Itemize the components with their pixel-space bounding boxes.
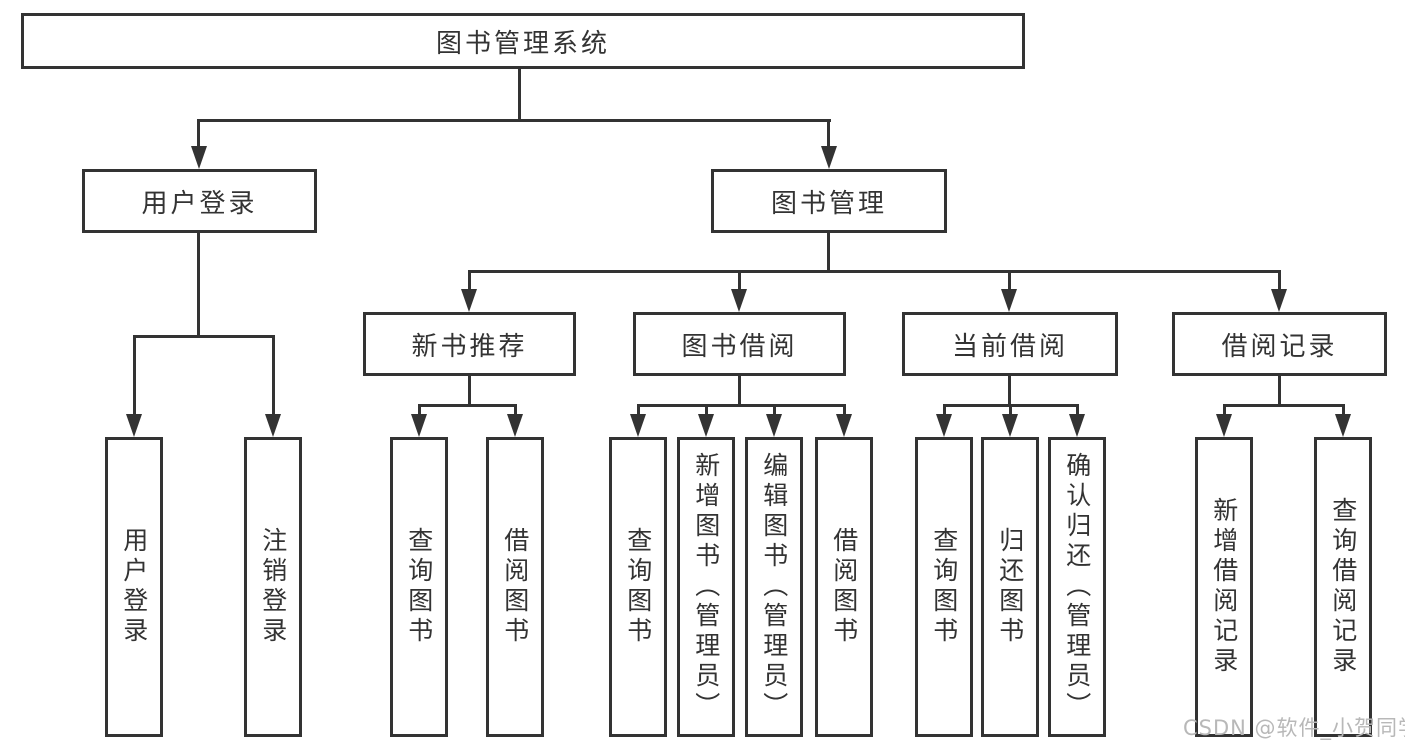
leaf-return-book: 归还图书 bbox=[981, 437, 1039, 737]
connector-line bbox=[1342, 404, 1345, 416]
arrow-down-icon bbox=[411, 414, 427, 437]
connector-line bbox=[827, 119, 830, 148]
connector-line bbox=[827, 233, 830, 273]
arrow-down-icon bbox=[126, 414, 142, 437]
connector-line bbox=[518, 66, 521, 122]
arrow-down-icon bbox=[766, 414, 782, 437]
arrow-down-icon bbox=[630, 414, 646, 437]
connector-line bbox=[843, 404, 846, 416]
connector-line bbox=[418, 404, 517, 407]
node-library-management-system: 图书管理系统 bbox=[21, 13, 1025, 69]
leaf-borrow-book-borrowing: 借阅图书 bbox=[815, 437, 873, 737]
node-book-borrowing: 图书借阅 bbox=[633, 312, 846, 376]
arrow-down-icon bbox=[265, 414, 281, 437]
leaf-add-book-admin: 新增图书（管理员） bbox=[677, 437, 735, 737]
connector-line bbox=[1223, 404, 1226, 416]
connector-line bbox=[468, 376, 471, 407]
node-new-book-recommend: 新书推荐 bbox=[363, 312, 576, 376]
connector-line bbox=[637, 404, 846, 407]
connector-line bbox=[773, 404, 776, 416]
leaf-user-login: 用户登录 bbox=[105, 437, 163, 737]
leaf-confirm-return-admin: 确认归还（管理员） bbox=[1048, 437, 1106, 737]
connector-line bbox=[272, 335, 275, 415]
connector-line bbox=[1223, 404, 1345, 407]
connector-line bbox=[468, 270, 1281, 273]
arrow-down-icon bbox=[1335, 414, 1351, 437]
arrow-down-icon bbox=[698, 414, 714, 437]
connector-line bbox=[1076, 404, 1079, 416]
connector-line bbox=[197, 119, 831, 122]
node-user-login: 用户登录 bbox=[82, 169, 317, 233]
arrow-down-icon bbox=[821, 146, 837, 169]
connector-line bbox=[197, 119, 200, 148]
connector-line bbox=[705, 404, 708, 416]
connector-line bbox=[1009, 404, 1012, 416]
arrow-down-icon bbox=[731, 289, 747, 312]
connector-line bbox=[197, 233, 200, 338]
leaf-query-book-borrowing: 查询图书 bbox=[609, 437, 667, 737]
leaf-query-borrow-record: 查询借阅记录 bbox=[1314, 437, 1372, 737]
connector-line bbox=[1008, 270, 1011, 290]
leaf-borrow-book-recommend: 借阅图书 bbox=[486, 437, 544, 737]
node-book-management: 图书管理 bbox=[711, 169, 947, 233]
arrow-down-icon bbox=[1216, 414, 1232, 437]
connector-line bbox=[133, 335, 136, 415]
leaf-edit-book-admin: 编辑图书（管理员） bbox=[745, 437, 803, 737]
connector-line bbox=[1278, 270, 1281, 290]
arrow-down-icon bbox=[1001, 289, 1017, 312]
connector-line bbox=[1278, 376, 1281, 407]
csdn-watermark: CSDN @软件_小贺同学 bbox=[1183, 716, 1405, 740]
leaf-query-book-recommend: 查询图书 bbox=[390, 437, 448, 737]
connector-line bbox=[468, 270, 471, 290]
leaf-logout: 注销登录 bbox=[244, 437, 302, 737]
node-borrowing-records: 借阅记录 bbox=[1172, 312, 1387, 376]
arrow-down-icon bbox=[936, 414, 952, 437]
connector-line bbox=[943, 404, 946, 416]
connector-line bbox=[133, 335, 275, 338]
connector-line bbox=[418, 404, 421, 416]
connector-line bbox=[637, 404, 640, 416]
connector-line bbox=[738, 376, 741, 407]
arrow-down-icon bbox=[1069, 414, 1085, 437]
connector-line bbox=[514, 404, 517, 416]
connector-line bbox=[1008, 376, 1011, 407]
arrow-down-icon bbox=[191, 146, 207, 169]
arrow-down-icon bbox=[461, 289, 477, 312]
arrow-down-icon bbox=[836, 414, 852, 437]
arrow-down-icon bbox=[507, 414, 523, 437]
node-current-borrowing: 当前借阅 bbox=[902, 312, 1118, 376]
leaf-add-borrow-record: 新增借阅记录 bbox=[1195, 437, 1253, 737]
arrow-down-icon bbox=[1002, 414, 1018, 437]
arrow-down-icon bbox=[1271, 289, 1287, 312]
connector-line bbox=[738, 270, 741, 290]
leaf-query-book-current: 查询图书 bbox=[915, 437, 973, 737]
